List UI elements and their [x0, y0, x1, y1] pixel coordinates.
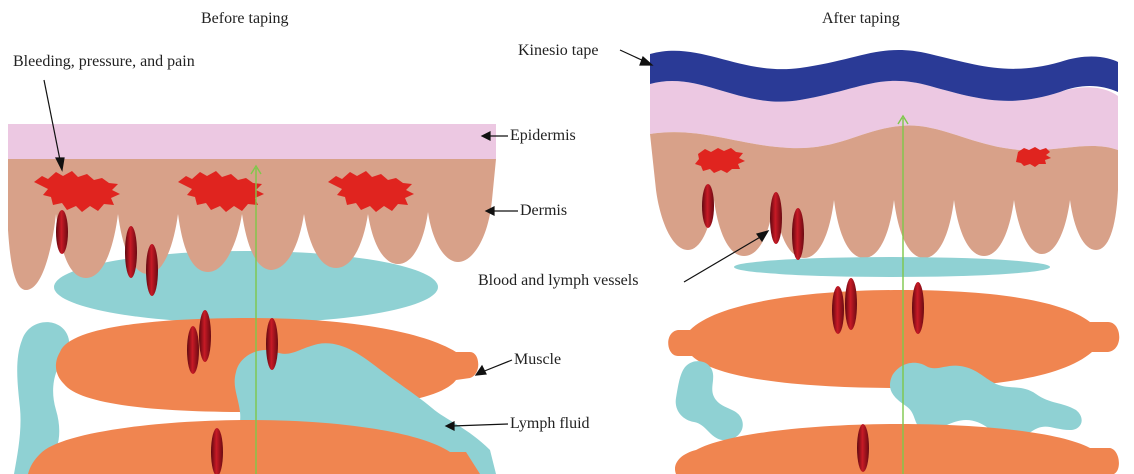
vessel — [792, 208, 804, 260]
vessel — [832, 286, 844, 334]
vessel — [266, 318, 278, 370]
vessel — [912, 282, 924, 334]
vessel — [125, 226, 137, 278]
after-taping-title: After taping — [822, 11, 900, 27]
vessel — [199, 310, 211, 362]
vessel — [770, 192, 782, 244]
lymph-fluid-pool — [734, 257, 1050, 277]
lymph-fluid-pool — [54, 251, 438, 323]
label-bleeding: Bleeding, pressure, and pain — [13, 54, 195, 70]
muscle-bottom — [675, 424, 1119, 474]
vessel — [857, 424, 869, 472]
before-panel — [8, 124, 496, 474]
after-panel — [650, 50, 1119, 474]
label-dermis: Dermis — [520, 203, 567, 219]
label-epidermis: Epidermis — [510, 128, 576, 144]
before-taping-title: Before taping — [201, 11, 289, 27]
label-lymph-fluid: Lymph fluid — [510, 416, 590, 432]
vessel — [845, 278, 857, 330]
vessel — [56, 210, 68, 254]
epidermis-layer — [8, 124, 496, 159]
vessel — [187, 326, 199, 374]
label-kinesio-tape: Kinesio tape — [518, 43, 598, 59]
vessel — [211, 428, 223, 474]
vessel — [146, 244, 158, 296]
label-blood-lymph-vessels: Blood and lymph vessels — [478, 273, 638, 289]
vessel — [702, 184, 714, 228]
label-muscle: Muscle — [514, 352, 561, 368]
